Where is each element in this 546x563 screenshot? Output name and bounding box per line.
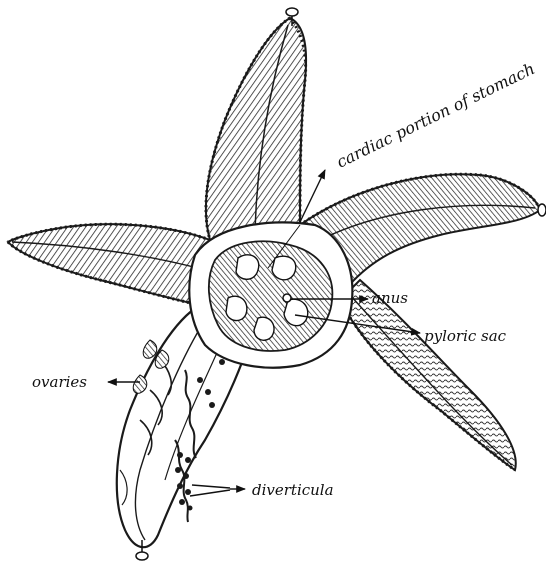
arm-top (206, 18, 306, 240)
pin-right-icon (538, 204, 546, 216)
label-pyloric-sac: pyloric sac (424, 327, 507, 345)
label-ovaries: ovaries (32, 373, 87, 391)
label-diverticula: diverticula (252, 481, 334, 499)
anus-icon (283, 294, 291, 302)
diverticula-leader-lower (190, 490, 230, 496)
label-cardiac-portion: cardiac portion of stomach (333, 59, 537, 172)
diverticula-leader-upper (192, 485, 230, 488)
label-anus: anus (372, 289, 408, 307)
stomach (209, 241, 333, 351)
arm-right-lower (340, 280, 516, 470)
arm-left (8, 224, 210, 305)
